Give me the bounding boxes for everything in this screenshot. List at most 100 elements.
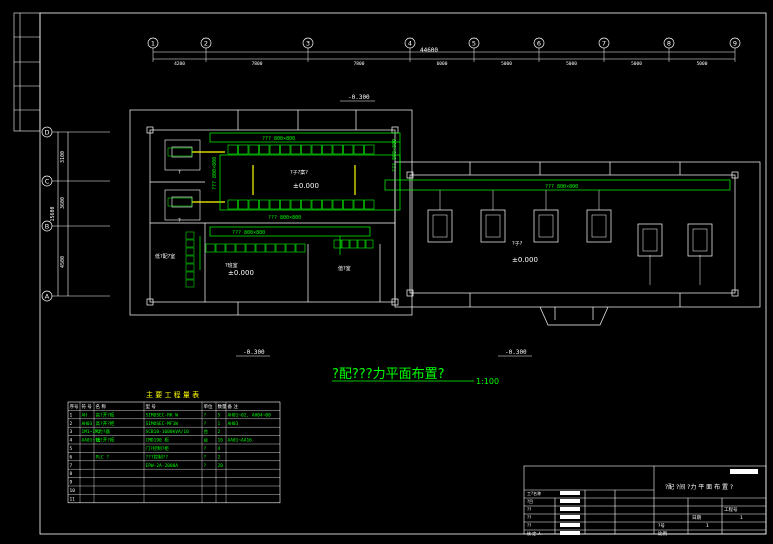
top-row-cabinet-1 — [227, 144, 238, 155]
lv-room-label: 低?配?室 — [155, 253, 175, 260]
equipment-table-cell: SCB10-1600kVA/10 — [146, 429, 190, 435]
equipment-table-cell: SIMOSEC-RK W — [146, 412, 179, 418]
top-row-cabinet-14 — [364, 144, 375, 155]
left-binding-strip — [13, 12, 41, 132]
grid-spacing-3: 7800 — [354, 61, 365, 67]
equipment-table-header: 数量 — [218, 403, 227, 410]
hv-room-label: ? — [178, 170, 181, 176]
row-spacing-2: 3600 — [60, 197, 66, 209]
equipment-table-cell: 20 — [218, 463, 224, 469]
equipment-table-cell: 台 — [204, 428, 209, 435]
top-row-cabinet-9 — [311, 144, 322, 155]
lv-level: ±0.000 — [228, 269, 254, 277]
grid-spacing-8: 5000 — [697, 61, 708, 67]
row-bubble-label-C: C — [45, 178, 50, 186]
equipment-table-cell: 低?开?柜 — [96, 437, 115, 444]
mid-row-cabinet-1 — [227, 199, 238, 210]
grid-spacing-4: 6000 — [437, 61, 448, 67]
hv-room-label-2: ? — [178, 218, 181, 224]
bus-label-3: ??? 800×800 — [232, 230, 265, 236]
top-row-cabinet-11 — [332, 144, 343, 155]
top-row-cabinet-12 — [343, 144, 354, 155]
equipment-table-cell: ? — [204, 412, 207, 418]
title-block-name-bar — [560, 499, 580, 503]
equipment-table-cell: PLC ? — [96, 454, 110, 460]
right-room-label: ?子? — [512, 240, 523, 247]
right-wing-transformers — [427, 209, 713, 257]
side-cabinet-4 — [185, 255, 195, 264]
right-transformer-inner-1 — [432, 214, 448, 238]
switchgear-cabinets — [167, 144, 375, 288]
title-block-name-bar — [560, 531, 580, 535]
equipment-table-cell: ? — [204, 421, 207, 427]
title-block-name-bar — [560, 507, 580, 511]
equipment-table-cell: EPW-2A-2000A — [146, 463, 179, 469]
equipment-table-cell: 16 — [218, 438, 224, 444]
title-block-row-label: ?? — [527, 515, 531, 520]
tb-sheet-label: ?号 — [658, 523, 665, 529]
transformer-room-label: ?子?案? — [290, 169, 308, 176]
equipment-table-cell: 5 — [70, 446, 73, 452]
equipment-table-header: 序号 — [70, 403, 79, 410]
mid-row-cabinet-14 — [364, 199, 375, 210]
grid-spacing-2: 7800 — [252, 61, 263, 67]
drawing-title: ?配???力平面布置? — [332, 367, 445, 382]
equipment-table-cell: 3 — [70, 429, 73, 435]
transformer-level: ±0.000 — [293, 182, 319, 190]
tb-project-no: 工程号 — [724, 506, 738, 513]
row-bubble-label-D: D — [44, 129, 49, 137]
side-cabinet-5 — [185, 263, 195, 272]
hv-cabinet-1 — [167, 147, 193, 157]
equipment-table-cell: ? — [204, 446, 207, 452]
mid-row-cabinet-4 — [259, 199, 270, 210]
equipment-table-cell: 2 — [218, 429, 221, 435]
side-cabinet-3 — [185, 247, 195, 256]
equipment-table-header: 型 号 — [146, 403, 157, 410]
row-spacing-3: 4500 — [60, 256, 66, 268]
bus-label-4: ??? 800×800 — [545, 184, 578, 190]
top-row-cabinet-3 — [248, 144, 259, 155]
title-block-row-label: 核 定 人 — [527, 530, 542, 536]
bus-label-v: ??? 800×800 — [212, 157, 218, 190]
mid-row-cabinet-10 — [322, 199, 333, 210]
right-transformer-inner-3 — [538, 214, 554, 238]
grid-bubble-label-6: 6 — [537, 40, 541, 48]
level-bottom-left: -0.300 — [243, 349, 265, 356]
right-transformer-inner-2 — [485, 214, 501, 238]
drawing-scale: 1:100 — [476, 377, 499, 386]
duty-room-label: ?班室 — [225, 262, 238, 269]
equipment-table-cell: 8 — [70, 471, 73, 477]
side-cabinet-6 — [185, 271, 195, 280]
equipment-table-cell: AH — [82, 412, 88, 418]
equipment-table-cell: 9 — [70, 480, 73, 486]
tb-date-label: 日期 — [692, 515, 701, 521]
grid-bubble-label-9: 9 — [733, 40, 737, 48]
tb-sheet-no: 1 — [706, 523, 709, 529]
grid-spacing-5: 5000 — [501, 61, 512, 67]
grid-bubble-label-7: 7 — [602, 40, 606, 48]
lower-row-cabinet-6 — [255, 243, 266, 253]
lower-row-cabinet-2 — [215, 243, 226, 253]
equipment-table-cell: ? — [204, 454, 207, 460]
title-block — [523, 465, 767, 535]
equipment-table-cell: 10 — [70, 488, 76, 494]
grid-spacing-7: 5000 — [631, 61, 642, 67]
equipment-table-cell: 4 — [70, 438, 73, 444]
equipment-table-cell: ???控制?? — [146, 453, 169, 460]
total-dimension: 44600 — [420, 47, 438, 54]
equipment-table-cell: 11 — [70, 496, 76, 502]
top-row-cabinet-10 — [322, 144, 333, 155]
equipment-table-cell: 6 — [70, 454, 73, 460]
title-block-row-label: ?? — [527, 523, 531, 528]
dc-row-cabinet-5 — [365, 239, 374, 249]
equipment-table-cell: 1 — [70, 412, 73, 418]
mid-row-cabinet-5 — [269, 199, 280, 210]
tb-sheet-total: 1 — [740, 515, 743, 521]
grid-bubble-label-8: 8 — [667, 40, 671, 48]
right-transformer-inner-6 — [692, 228, 708, 252]
equipment-table-cell: SIMOSEC-MF1W — [146, 421, 179, 427]
dc-row-cabinet-1 — [333, 239, 342, 249]
level-bottom-right: -0.300 — [505, 349, 527, 356]
mid-row-cabinet-8 — [301, 199, 312, 210]
